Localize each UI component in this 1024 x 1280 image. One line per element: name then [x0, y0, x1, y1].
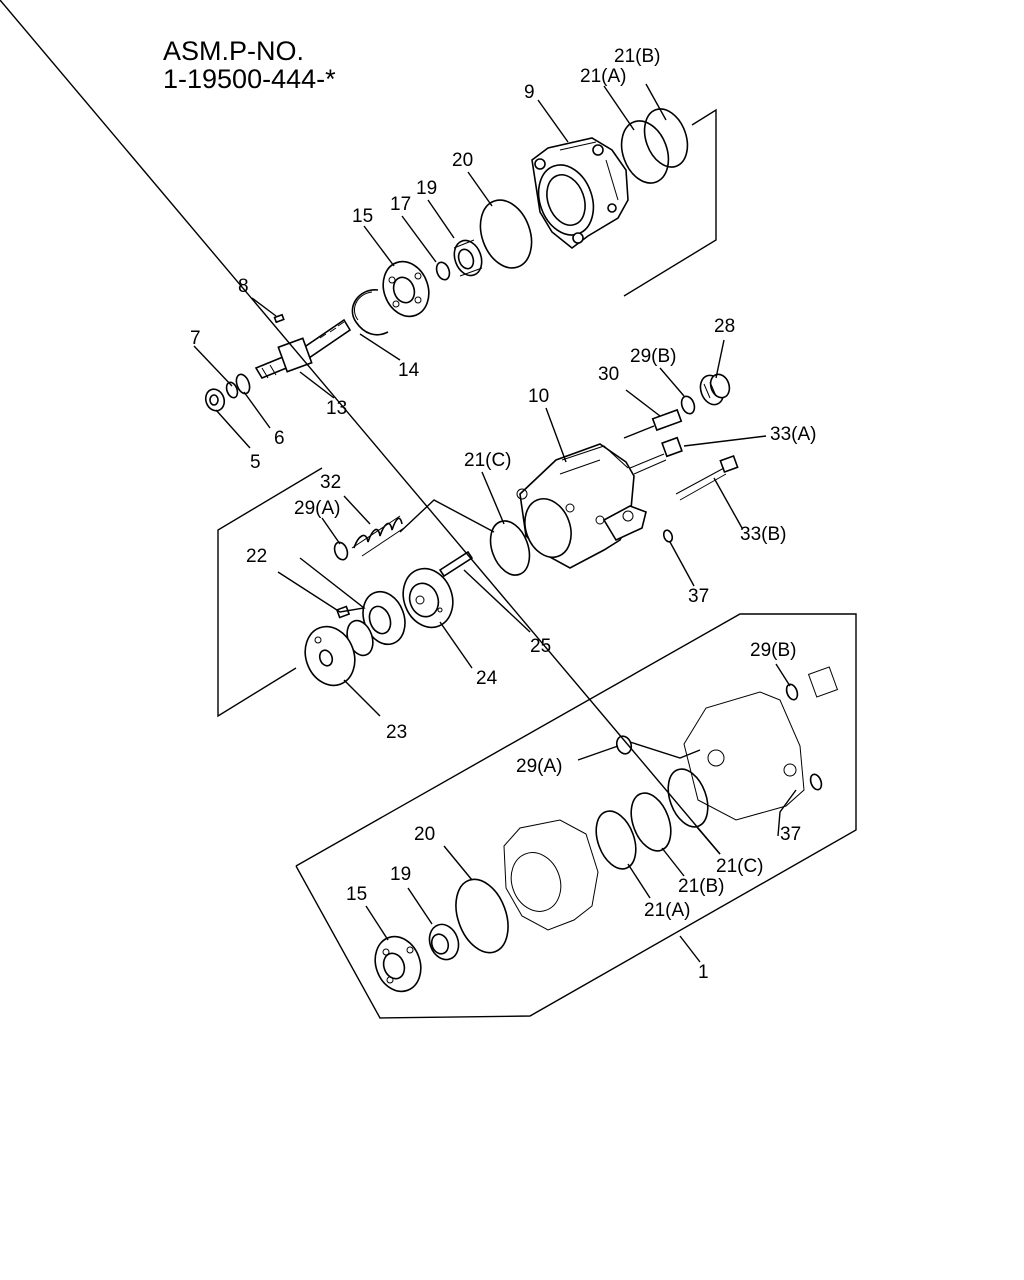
- part-30-valve[interactable]: [623, 408, 683, 439]
- part-29b-oring-bot[interactable]: [785, 683, 800, 701]
- label-33a: 33(A): [770, 424, 816, 445]
- label-21b-bot: 21(B): [678, 876, 724, 897]
- part-29a-oring-mid[interactable]: [332, 540, 349, 561]
- part-13-shaft[interactable]: [254, 318, 352, 380]
- label-8: 8: [238, 276, 249, 297]
- leader-lines: [0, 0, 797, 963]
- part-19-bearing-top[interactable]: [450, 237, 487, 280]
- part-assembled-body: [683, 691, 805, 821]
- assembly-part-number: 1-19500-444-*: [163, 64, 336, 94]
- part-20-oring-bot[interactable]: [446, 872, 517, 960]
- label-29b-bot: 29(B): [750, 640, 796, 661]
- part-15-bearing-top[interactable]: [376, 255, 436, 323]
- group-bracket-assembly: [295, 613, 857, 1019]
- part-8-key[interactable]: [273, 313, 285, 324]
- part-29b-oring-top[interactable]: [679, 394, 696, 415]
- label-1: 1: [698, 962, 709, 983]
- part-29b-fitting-bot: [807, 666, 839, 698]
- part-19-bearing-bot[interactable]: [425, 920, 464, 963]
- label-7: 7: [190, 328, 201, 349]
- label-13: 13: [326, 398, 347, 419]
- label-33b: 33(B): [740, 524, 786, 545]
- label-28: 28: [714, 316, 735, 337]
- label-15-top: 15: [352, 206, 373, 227]
- part-21b-oring-bot[interactable]: [624, 788, 678, 857]
- part-29a-oring-bot[interactable]: [614, 734, 633, 756]
- label-21a-bot: 21(A): [644, 900, 690, 921]
- part-24-cam-ring[interactable]: [395, 562, 461, 635]
- label-14: 14: [398, 360, 420, 381]
- part-22-rotor[interactable]: [335, 586, 412, 659]
- part-15-bearing-bot[interactable]: [368, 930, 428, 998]
- part-33b-long-bolt[interactable]: [675, 454, 739, 501]
- label-29a-top: 29(A): [294, 498, 340, 519]
- part-10-pump-body[interactable]: [516, 443, 647, 569]
- label-21c-bot: 21(C): [716, 856, 764, 877]
- label-21b-top: 21(B): [614, 46, 660, 67]
- part-17-snap-ring[interactable]: [434, 260, 451, 281]
- label-9: 9: [524, 82, 535, 103]
- label-19-bot: 19: [390, 864, 411, 885]
- leader-group-21c: [399, 499, 495, 533]
- part-32-spring[interactable]: [351, 515, 405, 557]
- label-25: 25: [530, 636, 551, 657]
- part-6-washer[interactable]: [234, 373, 252, 396]
- label-10: 10: [528, 386, 549, 407]
- label-21a-top: 21(A): [580, 66, 626, 87]
- leader-22: [277, 557, 366, 613]
- part-14-circlip[interactable]: [351, 289, 389, 336]
- label-37-bot: 37: [780, 824, 801, 845]
- label-20-bot: 20: [414, 824, 435, 845]
- part-20-oring-top[interactable]: [471, 193, 540, 275]
- label-37-top: 37: [688, 586, 709, 607]
- group-bracket-cover: [623, 108, 717, 297]
- part-21b-oring-top[interactable]: [637, 103, 695, 173]
- part-21c-oring-bot[interactable]: [661, 764, 715, 833]
- part-37-oring-top[interactable]: [662, 529, 674, 543]
- part-33a-bolt[interactable]: [629, 436, 683, 475]
- part-25-pin[interactable]: [438, 550, 474, 578]
- label-21c-top: 21(C): [464, 450, 512, 471]
- label-23: 23: [386, 722, 407, 743]
- label-30: 30: [598, 364, 619, 385]
- part-21a-oring-top[interactable]: [613, 114, 676, 189]
- label-5: 5: [250, 452, 261, 473]
- label-29a-bot: 29(A): [516, 756, 562, 777]
- label-6: 6: [274, 428, 285, 449]
- assembly-part-number-label: ASM.P-NO.: [163, 36, 305, 66]
- part-5-nut[interactable]: [203, 387, 227, 414]
- label-32: 32: [320, 472, 341, 493]
- part-cover-bot[interactable]: [503, 819, 599, 931]
- part-9-cover[interactable]: [529, 137, 629, 250]
- part-21a-oring-bot[interactable]: [589, 806, 643, 875]
- label-17: 17: [390, 194, 411, 215]
- group-bracket-rotor: [217, 467, 323, 718]
- part-23-side-plate[interactable]: [297, 620, 363, 693]
- label-22: 22: [246, 546, 267, 567]
- label-29b-top: 29(B): [630, 346, 676, 367]
- part-37-oring-bot[interactable]: [809, 773, 824, 791]
- label-24: 24: [476, 668, 498, 689]
- label-20-top: 20: [452, 150, 473, 171]
- part-28-plug[interactable]: [697, 372, 733, 408]
- part-21c-oring-mid[interactable]: [484, 516, 537, 581]
- label-19-top: 19: [416, 178, 437, 199]
- label-15-bot: 15: [346, 884, 367, 905]
